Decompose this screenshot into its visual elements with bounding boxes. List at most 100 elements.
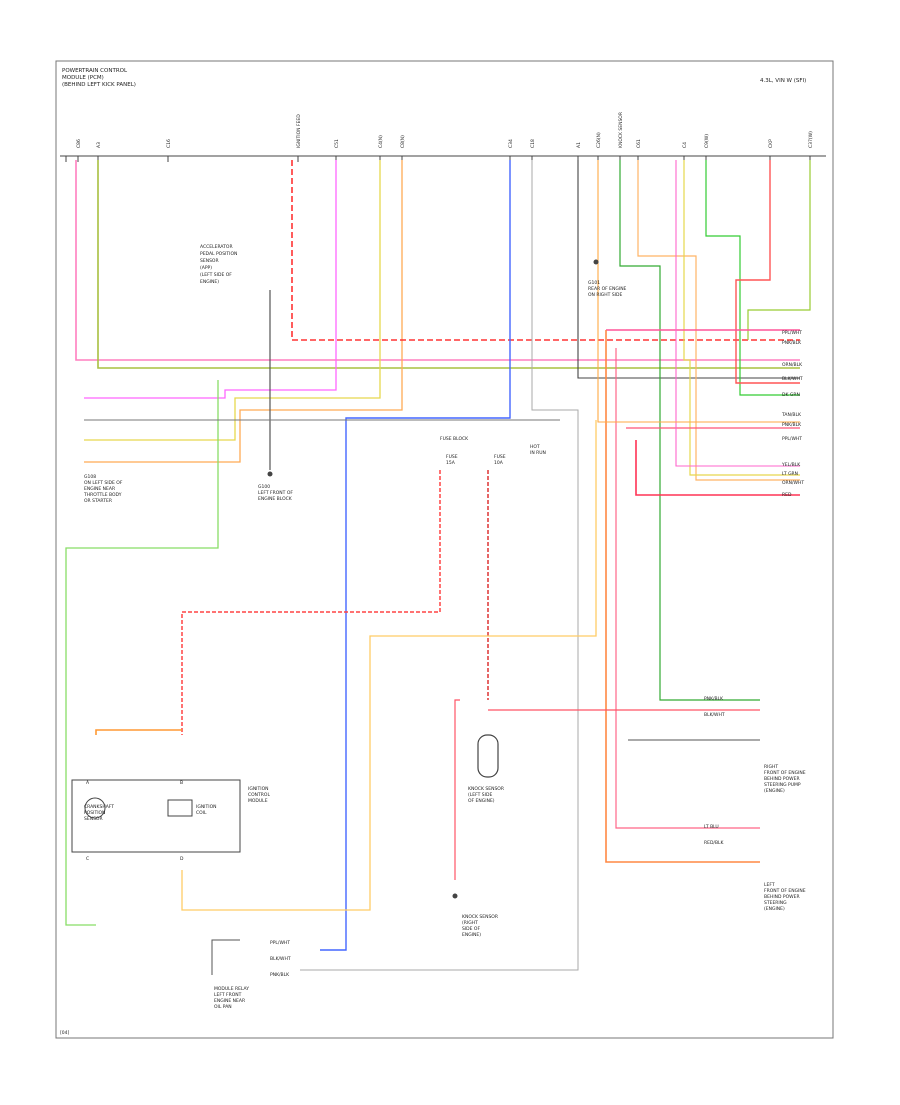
left-connector-label: OR STARTER (84, 498, 112, 504)
wire-pink-r (675, 160, 800, 467)
pin-c-label: C (86, 856, 89, 862)
wire-gray-mid (300, 160, 579, 971)
fuse-b-label: 10A (494, 460, 504, 466)
ground-symbols (267, 259, 599, 899)
engine-label: 4.3L, VIN W (SFI) (760, 78, 806, 84)
wire-gray-bottom (211, 939, 240, 975)
left-module-label: (ENGINE) (764, 906, 785, 912)
pcm-pin-label: C16 (166, 139, 172, 148)
pcm-pin-label: CKP (768, 139, 774, 148)
ignition-module-label: CONTROL (248, 792, 270, 798)
pcm-pin-label: A1 (576, 142, 582, 148)
right-module-label: RIGHT (764, 764, 778, 770)
sensor-pin-label: PNK/BLK (704, 696, 724, 702)
pcm-pin-label: C34 (508, 139, 514, 148)
wire-yel-low (181, 420, 597, 911)
pcm-pin-label: C4(N) (378, 135, 384, 148)
wire-red-long (605, 330, 760, 863)
knock-pin-label: RED/BLK (704, 840, 725, 846)
ignition-coil-label: COIL (196, 810, 207, 816)
left-connector-label: THROTTLE BODY (83, 492, 122, 498)
right-pin-label: PPL/WHT (782, 436, 802, 442)
bottom-module-label: OIL PAN (214, 1004, 232, 1010)
pcm-pin-label: C61 (636, 139, 642, 148)
fuse-c-label: HOT (530, 444, 540, 450)
pcm-pin-label: C8(N) (400, 135, 406, 148)
pcm-pin-label: KNOCK SENSOR (618, 112, 624, 148)
ignition-coil-label: IGNITION (196, 804, 217, 810)
crank-sensor-label: POSITION (84, 810, 105, 816)
wire-lime-right (747, 160, 811, 340)
crank-sensor-label: SENSOR (84, 816, 103, 822)
wire-pink-accel (84, 160, 337, 399)
header-title-2: MODULE (PCM) (62, 75, 104, 81)
accel-sensor-label: PEDAL POSITION (200, 251, 237, 257)
bottom-module-label: LEFT FRONT (214, 992, 242, 998)
wire-orn-low (95, 729, 182, 735)
wire-red-dashed-top (291, 160, 800, 341)
ignition-module-box (71, 779, 241, 853)
right-pin-label: BLK/WHT (782, 376, 803, 382)
right-pin-label: YEL/BLK (781, 462, 801, 468)
wire-yel-right (683, 160, 800, 476)
wire-red-mid3 (635, 440, 800, 496)
pin-a-label: A (86, 780, 90, 786)
right-pin-label: LT GRN (782, 471, 798, 477)
wire-red-dashed-low (181, 470, 441, 735)
right-module-label: FRONT OF ENGINE (764, 770, 806, 776)
left-module-label: BEHIND POWER (764, 894, 800, 900)
right-module-label: BEHIND POWER (764, 776, 800, 782)
right-pin-label: ORN/WHT (782, 480, 804, 486)
fuse-c-label: IN RUN (530, 450, 546, 456)
fuse-a-label: 15A (446, 460, 456, 466)
knock-left-label: KNOCK SENSOR (462, 914, 498, 920)
knock-right-label: OF ENGINE) (468, 798, 495, 804)
wire-yel-accel (84, 160, 381, 441)
header-title-1: POWERTRAIN CONTROL (62, 68, 128, 74)
pcm-pin-label: C37(W) (808, 131, 814, 148)
left-module-label: STEERING (764, 900, 787, 906)
wire-green-accel (65, 380, 219, 926)
knock-left-label: ENGINE) (462, 932, 481, 938)
wire-tan-r (597, 160, 800, 423)
pcm-pin-label: C26(N) (596, 132, 602, 148)
right-module-label: STEERING PUMP (764, 782, 801, 788)
right-pin-label: PPL/WHT (782, 330, 802, 336)
ground-g101-label: G101 (588, 280, 600, 286)
bottom-wire-label: BLK/WHT (270, 956, 291, 962)
right-pin-label: RED (782, 492, 792, 498)
knock-pin-label: LT BLU (704, 824, 719, 830)
left-module-label: FRONT OF ENGINE (764, 888, 806, 894)
fuse-block-label: FUSE BLOCK (440, 436, 469, 442)
left-module-label: LEFT (764, 882, 775, 888)
knock-right-label: KNOCK SENSOR (468, 786, 504, 792)
wire-orn-accel (84, 160, 403, 463)
knock-right-label: (LEFT SIDE (468, 792, 492, 798)
pcm-pin-label: A3 (96, 142, 102, 148)
crank-sensor-label: CRANKSHAFT (84, 804, 114, 810)
ground-g101-label: REAR OF ENGINE (588, 286, 627, 292)
accel-sensor-label: (LEFT SIDE OF (200, 272, 232, 278)
wire-red-knock-left (454, 699, 460, 880)
accel-sensor-label: ENGINE) (200, 279, 219, 285)
left-connector-label: G108 (84, 474, 96, 480)
knock-left-label: SIDE OF (462, 926, 480, 932)
ground-g100-label: ENGINE BLOCK (258, 496, 293, 502)
fuse-b-label: FUSE (494, 454, 506, 460)
header-title-3: (BEHIND LEFT KICK PANEL) (62, 82, 136, 88)
pin-b-label: B (180, 780, 183, 786)
pcm-pin-label: C9(W) (704, 134, 710, 148)
knock-left-label: (RIGHT (462, 920, 478, 926)
right-pin-label: PNK/BLK (782, 422, 802, 428)
right-pin-label: PNK/BLK (782, 340, 802, 346)
left-connector-label: ON LEFT SIDE OF (84, 480, 123, 486)
accel-sensor-label: ACCELERATOR (200, 244, 233, 250)
pcm-pin-label: C86 (76, 139, 82, 148)
wire-red-right (735, 160, 800, 384)
right-pin-label: DK GRN (782, 392, 800, 398)
pcm-pin-label: C18 (530, 139, 536, 148)
wire-green-right (619, 160, 760, 701)
